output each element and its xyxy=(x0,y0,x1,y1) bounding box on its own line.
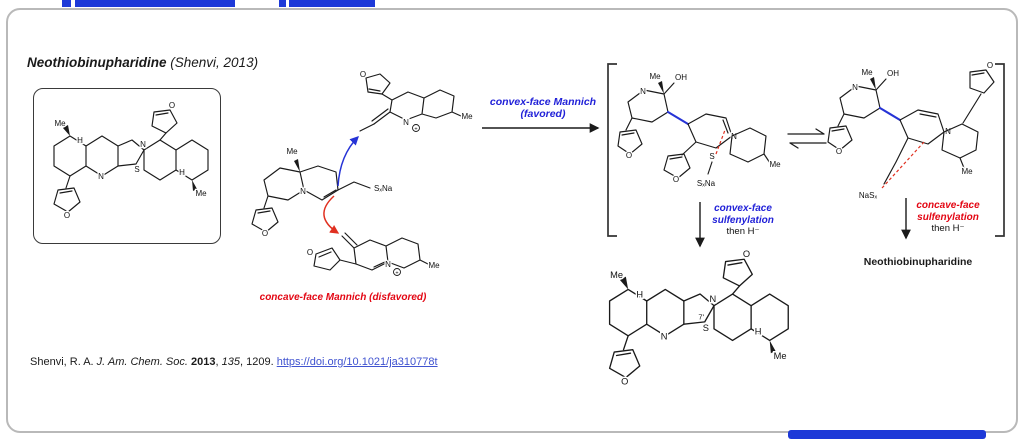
top-bullet-fragment-2 xyxy=(279,0,286,7)
citation-sep: , xyxy=(239,356,244,368)
citation-authors: Shenvi, R. A. xyxy=(30,356,94,368)
concave-sulfenylation-line1: concave-face xyxy=(916,200,980,211)
concave-then-hydride: then H⁻ xyxy=(931,223,965,234)
convex-mannich-line2: (favored) xyxy=(520,108,566,120)
doi-link[interactable]: https://doi.org/10.1021/ja310778t xyxy=(276,356,438,368)
citation-sep: , xyxy=(215,356,219,368)
compound-name: Neothiobinupharidine xyxy=(27,55,167,70)
citation-year: 2013 xyxy=(191,356,216,368)
convex-mannich-line1: convex-face Mannich xyxy=(489,96,597,108)
top-bullet-fragment-1 xyxy=(62,0,71,7)
natural-product-box xyxy=(33,88,221,244)
bottom-button-fragment[interactable] xyxy=(788,430,986,439)
product-name-label: Neothiobinupharidine xyxy=(863,256,973,268)
convex-sulfenylation-label: convex-face sulfenylation then H⁻ xyxy=(706,203,780,238)
top-button-fragment-1[interactable] xyxy=(75,0,235,7)
scheme-title: Neothiobinupharidine (Shenvi, 2013) xyxy=(27,55,258,70)
concave-mannich-label: concave-face Mannich (disfavored) xyxy=(259,292,427,303)
citation-volume: 135 xyxy=(221,356,240,368)
citation-pages: 1209. xyxy=(246,356,274,368)
convex-mannich-label: convex-face Mannich (favored) xyxy=(468,96,618,120)
title-attribution: (Shenvi, 2013) xyxy=(170,55,259,70)
convex-sulfenylation-line1: convex-face xyxy=(714,203,772,214)
top-button-fragment-2[interactable] xyxy=(289,0,375,7)
citation: Shenvi, R. A. J. Am. Chem. Soc. 2013, 13… xyxy=(30,356,438,368)
concave-sulfenylation-line2: sulfenylation xyxy=(917,211,979,223)
convex-then-hydride: then H⁻ xyxy=(726,226,760,237)
citation-journal: J. Am. Chem. Soc. xyxy=(96,356,188,368)
concave-sulfenylation-label: concave-face sulfenylation then H⁻ xyxy=(911,200,985,235)
page-border xyxy=(6,8,1018,433)
convex-sulfenylation-line2: sulfenylation xyxy=(712,214,774,226)
